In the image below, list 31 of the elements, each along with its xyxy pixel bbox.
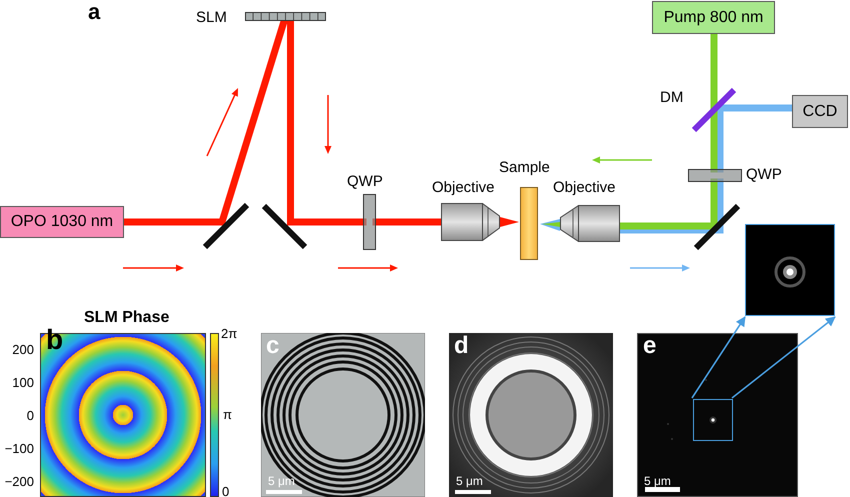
arrow bbox=[691, 316, 746, 398]
pump-laser-box: Pump 800 nm bbox=[652, 1, 775, 34]
axis-tick-label: 0 bbox=[26, 407, 34, 425]
component-label: SLM bbox=[196, 8, 227, 28]
axis-tick-label: 100 bbox=[11, 374, 34, 392]
panel-letter: c bbox=[266, 334, 280, 358]
panel-letter: d bbox=[454, 334, 469, 358]
scale-bar-label: 5 μm bbox=[456, 473, 483, 490]
colorbar-tick-label: 0 bbox=[222, 483, 230, 497]
zoomed-image bbox=[745, 224, 835, 316]
zoom-region-box bbox=[693, 399, 733, 441]
scale-bar-label: 5 μm bbox=[268, 473, 295, 490]
panel-letter: e bbox=[643, 334, 656, 358]
laser-source-box: OPO 1030 nm bbox=[0, 206, 124, 238]
component-label: DM bbox=[660, 88, 684, 108]
component-label: Objective bbox=[432, 178, 495, 198]
camera-box: CCD bbox=[792, 95, 848, 128]
scale-bar-label: 5 μm bbox=[644, 473, 671, 490]
component-label: QWP bbox=[347, 172, 383, 192]
component-label: Objective bbox=[553, 178, 616, 198]
chart-title: SLM Phase bbox=[84, 308, 170, 328]
axis-tick-label: −100 bbox=[4, 440, 34, 458]
panel-letter: a bbox=[88, 0, 100, 26]
arrow bbox=[732, 316, 836, 399]
colorbar-tick-label: 2π bbox=[221, 325, 238, 343]
colorbar-tick-label: π bbox=[223, 406, 232, 424]
axis-tick-label: −200 bbox=[4, 473, 34, 491]
micrograph bbox=[637, 333, 798, 497]
component-label: QWP bbox=[746, 165, 782, 185]
component-label: Sample bbox=[499, 158, 550, 178]
axis-tick-label: 200 bbox=[11, 341, 34, 359]
